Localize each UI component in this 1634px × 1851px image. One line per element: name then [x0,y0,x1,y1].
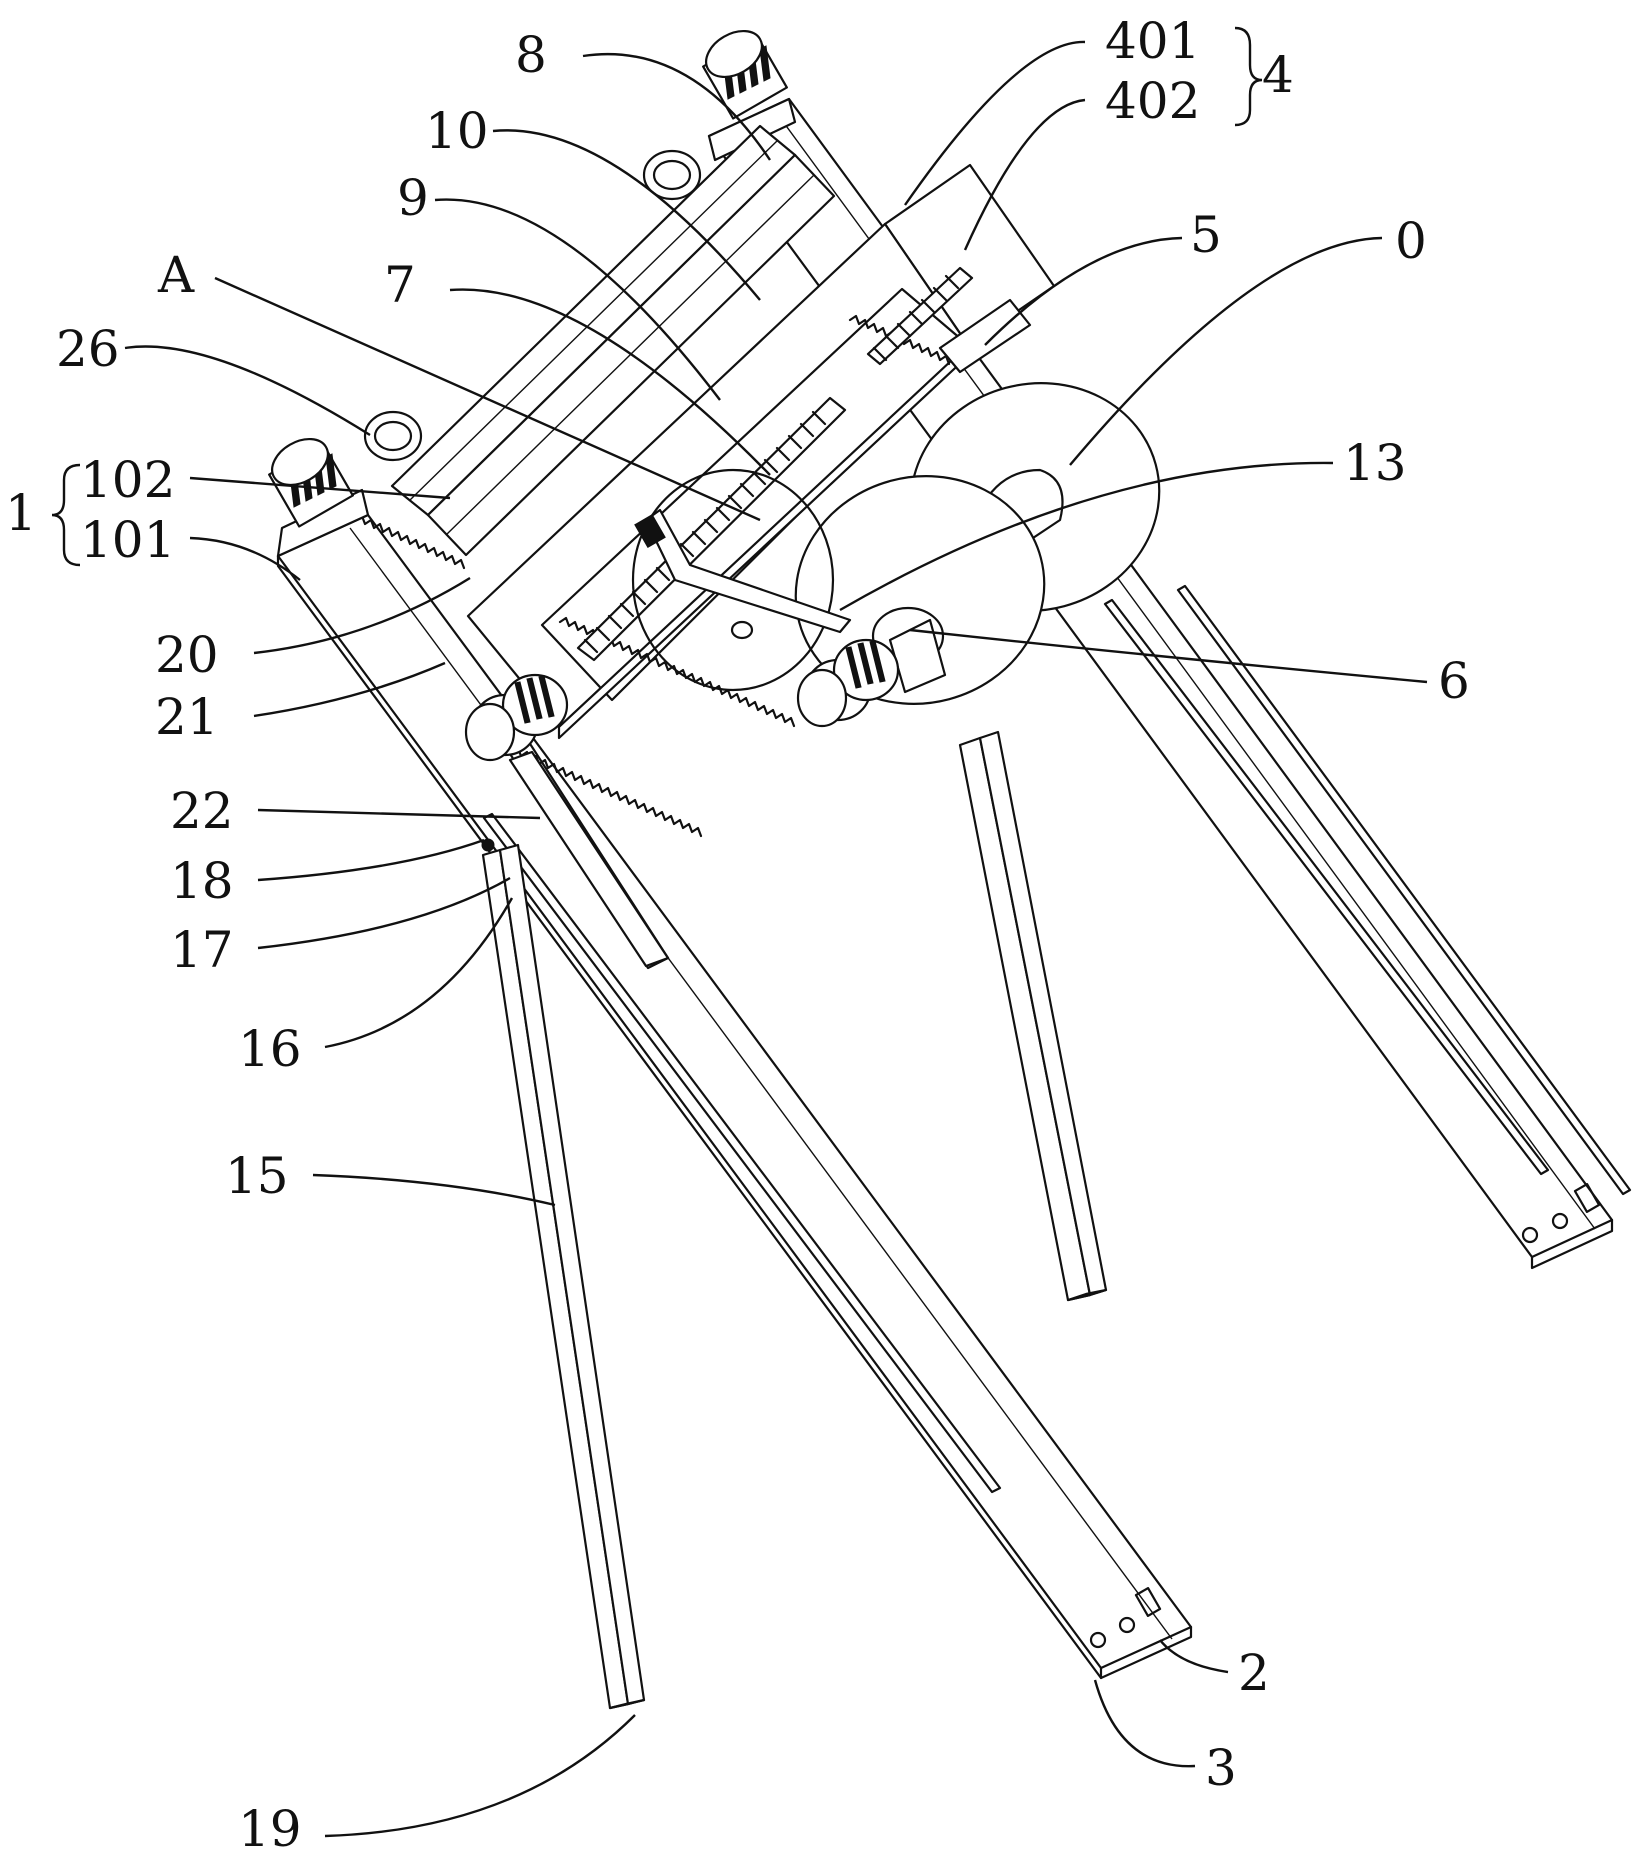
label-7: 7 [384,256,416,314]
rings [363,149,702,462]
label-102: 102 [80,451,175,509]
front-top-motor [268,437,370,558]
label-18: 18 [170,852,234,910]
label-8: 8 [515,26,547,84]
label-13: 13 [1343,434,1407,492]
label-15: 15 [225,1147,289,1205]
label-0: 0 [1395,212,1427,270]
back-top-motor [702,29,797,162]
label-3: 3 [1205,1739,1237,1797]
lead-screws [576,266,974,662]
label-1: 1 [5,484,37,542]
label-21: 21 [155,688,219,746]
label-2: 2 [1238,1644,1270,1702]
label-101: 101 [80,511,175,569]
leader-lines [51,26,1428,1838]
label-10: 10 [425,102,489,160]
label-19: 19 [238,1800,302,1851]
label-9: 9 [397,169,429,227]
label-402: 402 [1105,72,1200,130]
label-16: 16 [238,1020,302,1078]
lever-arm [634,508,852,640]
back-leg [958,730,1108,1302]
label-6: 6 [1438,652,1470,710]
front-leg [481,838,646,1710]
label-401: 401 [1105,12,1200,70]
label-4: 4 [1262,46,1294,104]
label-26: 26 [56,320,120,378]
label-17: 17 [170,921,234,979]
disc-motor [796,618,947,728]
label-22: 22 [170,782,234,840]
label-20: 20 [155,626,219,684]
label-A: A [157,246,195,304]
labels: 8 401 402 4 10 9 5 0 A 7 26 13 1 102 101… [5,12,1470,1851]
front-rack-lower [508,750,670,968]
front-knob [464,673,569,762]
label-5: 5 [1190,206,1222,264]
